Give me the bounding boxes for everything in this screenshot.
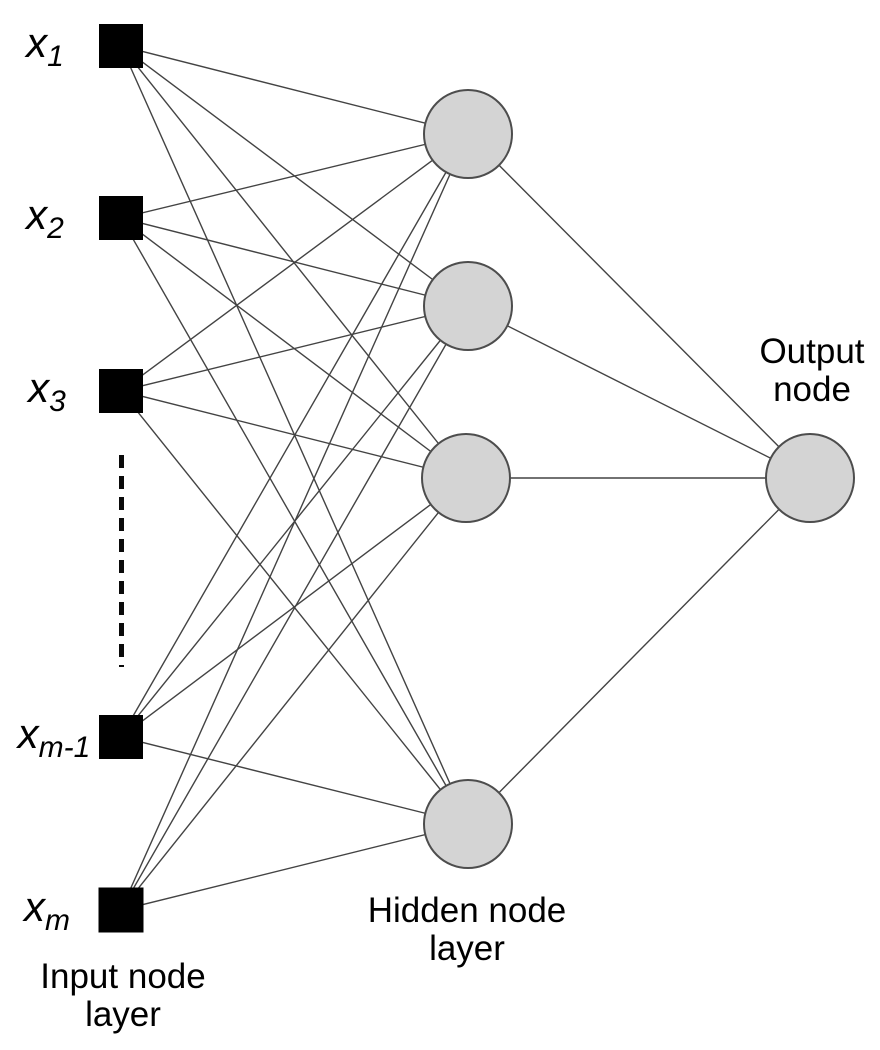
output-node-label-line-2: node — [773, 370, 851, 409]
input-label-subscript: 3 — [49, 385, 66, 418]
edge-x3-h1 — [120, 133, 469, 392]
input-node-xm1 — [99, 715, 143, 759]
input-node-x3 — [99, 369, 143, 413]
input-node-label-x3: x3 — [26, 364, 66, 418]
edge-x1-h1 — [120, 45, 469, 135]
input-label-base: x — [16, 710, 41, 757]
edges — [120, 45, 811, 911]
input-label-base: x — [24, 19, 49, 66]
edge-x3-h3 — [120, 390, 467, 479]
edge-xm-h3 — [120, 477, 467, 911]
input-label-subscript: m-1 — [39, 731, 91, 764]
hidden-layer — [421, 89, 513, 869]
edge-h4-out — [467, 477, 811, 825]
input-node-label-xm1: xm-1 — [16, 710, 91, 764]
hidden-node-h4 — [423, 779, 513, 869]
input-layer-label-line-1: Input node — [40, 957, 205, 996]
input-node-x2 — [99, 196, 143, 240]
input-label-subscript: 2 — [46, 212, 64, 245]
edge-h2-out — [467, 305, 811, 479]
input-layer-label-line-2: layer — [85, 995, 161, 1034]
edge-x2-h1 — [120, 133, 469, 219]
input-node-label-x1: x1 — [24, 19, 64, 73]
input-label-subscript: 1 — [47, 40, 64, 73]
hidden-layer-label-line-2: layer — [429, 929, 505, 968]
edge-x3-h2 — [120, 305, 469, 392]
edge-xm-h1 — [120, 133, 469, 911]
output-node-label-line-1: Output — [759, 332, 864, 371]
input-label-base: x — [22, 883, 47, 930]
edge-h1-out — [467, 133, 811, 479]
input-node-label-xm: xm — [22, 883, 70, 937]
input-node-x1 — [99, 24, 143, 68]
edge-xm1-h3 — [120, 477, 467, 738]
edge-x2-h3 — [120, 217, 467, 479]
hidden-layer-label-line-1: Hidden node — [368, 891, 567, 930]
input-label-base: x — [24, 191, 49, 238]
input-label-base: x — [26, 364, 51, 411]
input-node-xm — [98, 887, 144, 933]
output-node — [765, 433, 855, 523]
input-node-label-x2: x2 — [24, 191, 64, 245]
input-label-subscript: m — [45, 904, 70, 937]
edge-xm-h4 — [120, 823, 469, 911]
hidden-node-h2 — [423, 261, 513, 351]
edge-xm-h2 — [120, 305, 469, 911]
hidden-node-h3 — [421, 433, 511, 523]
edge-xm1-h4 — [120, 736, 469, 825]
edge-xm1-h1 — [120, 133, 469, 738]
hidden-node-h1 — [423, 89, 513, 179]
